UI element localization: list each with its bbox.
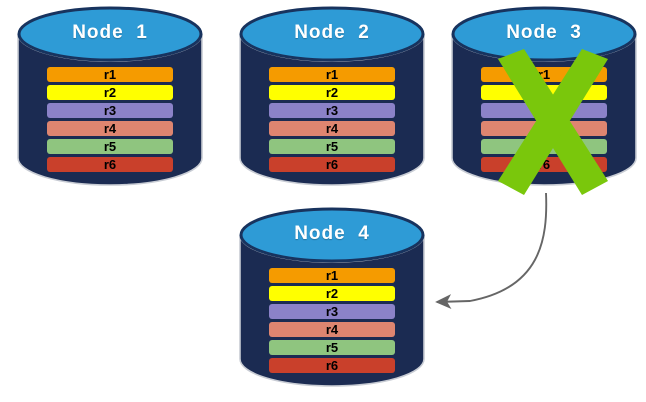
node-2-row-r6[interactable]: r6 [269, 157, 395, 172]
node-3-row-list: r1 r2 r3 r4 r5 r6 [452, 67, 636, 172]
node-3-row-r5[interactable]: r5 [481, 139, 607, 154]
node-3-row-r4[interactable]: r4 [481, 121, 607, 136]
node-1-row-r3[interactable]: r3 [47, 103, 173, 118]
cylinder-top-disc [239, 6, 425, 62]
node-3-row-r6[interactable]: r6 [481, 157, 607, 172]
node-3-row-r2[interactable]: r2 [481, 85, 607, 100]
node-4-row-r1[interactable]: r1 [269, 268, 395, 283]
node-2-row-r4[interactable]: r4 [269, 121, 395, 136]
node-2-row-r3[interactable]: r3 [269, 103, 395, 118]
node-2-row-list: r1 r2 r3 r4 r5 r6 [240, 67, 424, 172]
node-4-row-r3[interactable]: r3 [269, 304, 395, 319]
node-1-row-r1[interactable]: r1 [47, 67, 173, 82]
node-3-row-r3[interactable]: r3 [481, 103, 607, 118]
node-4-row-r6[interactable]: r6 [269, 358, 395, 373]
node-2-row-r1[interactable]: r1 [269, 67, 395, 82]
node-1-row-r2[interactable]: r2 [47, 85, 173, 100]
node-4-row-list: r1 r2 r3 r4 r5 r6 [240, 268, 424, 373]
node-2-row-r2[interactable]: r2 [269, 85, 395, 100]
arrow-path [435, 192, 548, 309]
node-2-row-r5[interactable]: r5 [269, 139, 395, 154]
node-1-row-r4[interactable]: r4 [47, 121, 173, 136]
cylinder-top-disc [17, 6, 203, 62]
node-4-row-r5[interactable]: r5 [269, 340, 395, 355]
node-4-row-r4[interactable]: r4 [269, 322, 395, 337]
cylinder-top-disc [239, 207, 425, 263]
cylinder-top-disc [451, 6, 637, 62]
node-3-row-r1[interactable]: r1 [481, 67, 607, 82]
node-1-row-r5[interactable]: r5 [47, 139, 173, 154]
node-1-row-list: r1 r2 r3 r4 r5 r6 [18, 67, 202, 172]
node-4-row-r2[interactable]: r2 [269, 286, 395, 301]
node-1-row-r6[interactable]: r6 [47, 157, 173, 172]
